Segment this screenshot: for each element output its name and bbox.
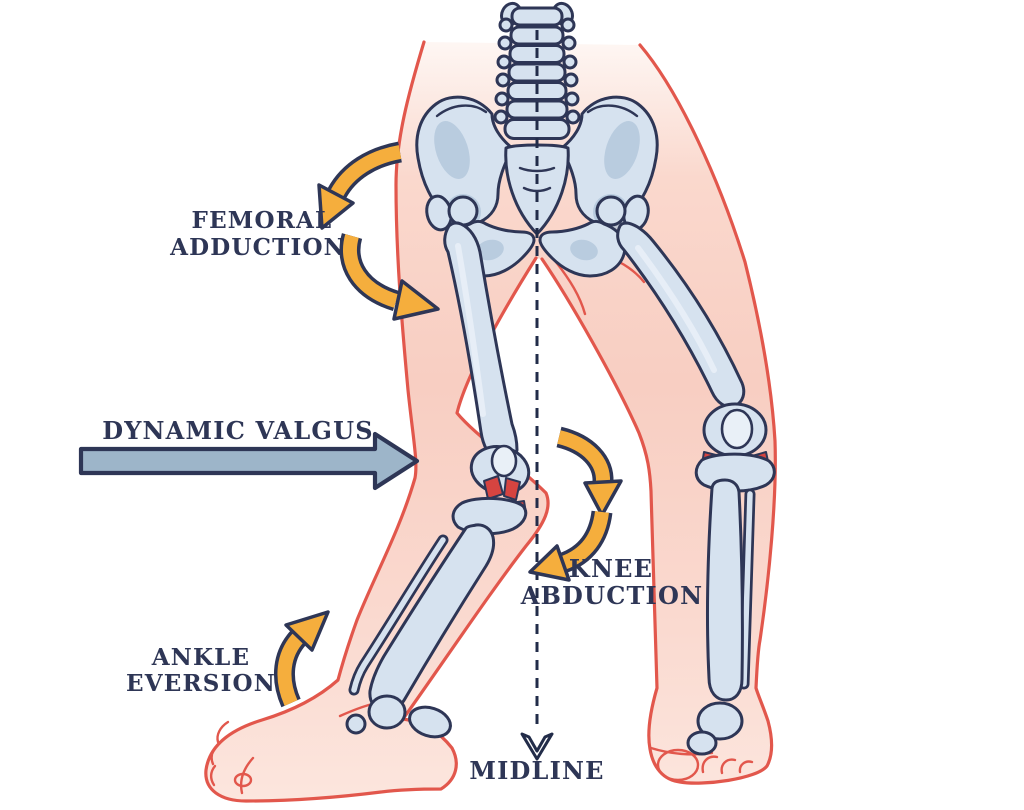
femoral-adduction-label-line1: FEMORAL <box>192 207 333 234</box>
talus-left <box>367 694 407 730</box>
patella-right <box>720 408 754 450</box>
curved-arrow-head <box>583 479 623 517</box>
skeleton <box>345 1 776 756</box>
midline-group <box>520 30 554 761</box>
talus-right <box>696 701 744 741</box>
knee-abduction-arrow-lower <box>528 510 613 582</box>
right-toe-crease-2 <box>720 758 737 775</box>
left-toe-crease-3 <box>209 764 217 787</box>
lower-leg-left <box>345 496 528 739</box>
dynamic-valgus-label: DYNAMIC VALGUS <box>102 416 374 445</box>
femur-right <box>595 194 768 458</box>
tibia-left <box>368 523 496 714</box>
calcaneus-left <box>408 705 452 739</box>
curved-arrow-head <box>317 183 355 230</box>
curved-arrow-head <box>392 279 440 321</box>
left-toe-crease-2 <box>210 742 221 766</box>
body-outline-left <box>204 40 550 803</box>
fibula-left <box>351 537 446 693</box>
right-toe-crease-1 <box>701 755 719 774</box>
cuboid-right <box>686 730 718 756</box>
midline-arrowhead <box>520 732 554 761</box>
patella-left <box>490 444 518 478</box>
knee-abduction-arrow-upper <box>556 426 623 517</box>
left-toenail <box>233 772 253 788</box>
knee-abduction-label-line2: ABDUCTION <box>520 581 703 610</box>
femoral-head-right <box>595 195 627 227</box>
knee-abduction-label-line1: KNEE <box>569 554 653 583</box>
dynamic-valgus-arrow <box>78 431 420 491</box>
midline-label: MIDLINE <box>469 756 604 785</box>
femoral-adduction-arrow-lower <box>339 233 440 321</box>
curved-arrow-head <box>284 610 330 652</box>
straight-arrow-right <box>78 431 420 491</box>
tibia-right <box>706 478 744 702</box>
obturator-foramen-right <box>570 239 598 261</box>
body-outline-right <box>540 43 777 785</box>
lower-leg-right <box>686 452 776 756</box>
labels: FEMORAL ADDUCTION DYNAMIC VALGUS KNEE AB… <box>102 207 703 785</box>
left-toe-crease-1 <box>216 720 230 744</box>
curved-arrow-head <box>528 544 571 582</box>
right-big-toe-outline <box>656 748 700 782</box>
ankle-eversion-arrow <box>274 610 330 708</box>
obturator-foramen-left <box>476 239 504 261</box>
ankle-eversion-label-line2: EVERSION <box>126 670 276 697</box>
ankle-eversion-label-line1: ANKLE <box>151 644 251 671</box>
fibula-right <box>741 491 753 687</box>
femoral-head-left <box>447 195 479 227</box>
femoral-adduction-label-line2: ADDUCTION <box>169 234 346 261</box>
navicular-left <box>345 713 367 735</box>
right-toe-crease-3 <box>738 760 754 774</box>
groin-crease <box>554 260 587 316</box>
femoral-adduction-arrow-upper <box>317 141 403 230</box>
